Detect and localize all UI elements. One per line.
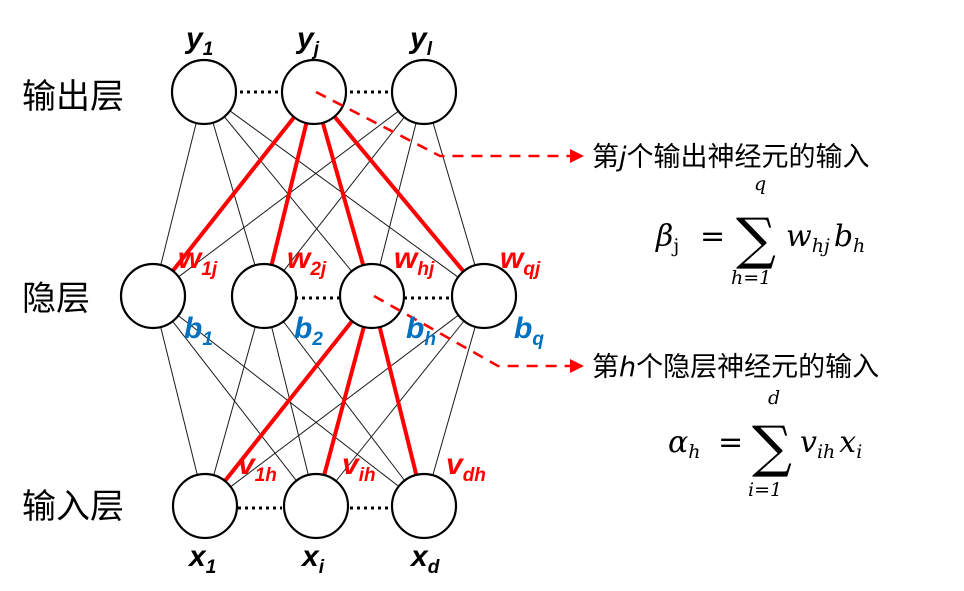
- svg-text:αh: αh: [668, 425, 701, 463]
- output-node-label-l: yl: [408, 22, 433, 60]
- output-node-l: [390, 58, 458, 126]
- bias-label-bq: bq: [514, 312, 544, 350]
- highlight-output-j-hidden-2: [320, 120, 366, 268]
- svg-text:βj: βj: [655, 219, 679, 257]
- output-node-label-j: yj: [295, 22, 320, 60]
- svg-text:q: q: [754, 173, 766, 195]
- svg-text:∑: ∑: [752, 415, 792, 480]
- svg-text:i=1: i=1: [748, 479, 782, 501]
- input-node-i: [282, 472, 350, 540]
- input-node-label-d: xd: [409, 540, 440, 578]
- connection-input-2-hidden-3: [432, 326, 476, 476]
- svg-text:∑: ∑: [736, 207, 776, 272]
- hidden-annotation-arrow: [373, 294, 572, 368]
- bias-label-bh: bh: [406, 312, 436, 350]
- highlight-hidden-h-input-0: [222, 319, 355, 483]
- input-layer-nodes: [171, 472, 458, 540]
- output-annotation-arrowhead: [570, 149, 584, 163]
- weight-label-w2j: w2j: [287, 242, 327, 280]
- bias-label-b1: b1: [184, 312, 213, 350]
- bias-label-b2: b2: [294, 312, 323, 350]
- svg-text:=: =: [718, 425, 743, 460]
- weight-label-v1h: v1h: [238, 448, 277, 486]
- highlight-output-j-hidden-3: [332, 114, 466, 274]
- input-node-d: [390, 472, 458, 540]
- connection-output-2-hidden-3: [432, 122, 476, 266]
- output-input-annotation: 第j个输出神经元的输入: [592, 142, 870, 173]
- output-node-1: [170, 58, 238, 126]
- output-node-j: [280, 58, 348, 126]
- hidden-annotation-arrowhead: [570, 359, 584, 373]
- input-layer-label: 输入层: [22, 487, 124, 527]
- weight-label-wqj: wqj: [500, 242, 541, 280]
- output-layer-label: 输出层: [22, 77, 124, 117]
- input-node-1: [171, 472, 239, 540]
- highlight-hidden-h-input-1: [322, 324, 366, 478]
- input-node-label-1: x1: [187, 540, 216, 578]
- hidden-node-q: [450, 262, 518, 330]
- hidden-input-annotation: 第h个隐层神经元的输入: [592, 352, 879, 383]
- weight-label-whj: whj: [394, 242, 435, 280]
- connection-input-0-hidden-0: [160, 326, 198, 476]
- output-node-label-1: y1: [184, 22, 213, 60]
- highlight-hidden-h-input-2: [377, 325, 419, 477]
- hidden-node-2: [230, 262, 298, 330]
- weight-label-vih: vih: [342, 448, 376, 486]
- connection-input-1-hidden-0: [172, 320, 297, 482]
- svg-text:h=1: h=1: [731, 267, 771, 289]
- highlighted-connections: [170, 114, 466, 483]
- hidden-layer-nodes: [119, 262, 518, 330]
- weight-label-vdh: vdh: [446, 448, 486, 486]
- connection-output-0-hidden-0: [160, 122, 197, 266]
- weight-label-w1j: w1j: [178, 242, 218, 280]
- output-layer-nodes: [170, 58, 458, 126]
- highlight-output-j-hidden-1: [269, 121, 309, 267]
- svg-text:=: =: [700, 219, 725, 254]
- hidden-node-1: [119, 262, 187, 330]
- input-node-label-i: xi: [300, 540, 325, 578]
- hidden-node-h: [338, 262, 406, 330]
- highlight-output-j-hidden-0: [170, 115, 297, 273]
- hidden-layer-label: 隐层: [22, 279, 90, 319]
- output-annotation-arrow: [315, 90, 572, 158]
- svg-text:d: d: [768, 387, 780, 409]
